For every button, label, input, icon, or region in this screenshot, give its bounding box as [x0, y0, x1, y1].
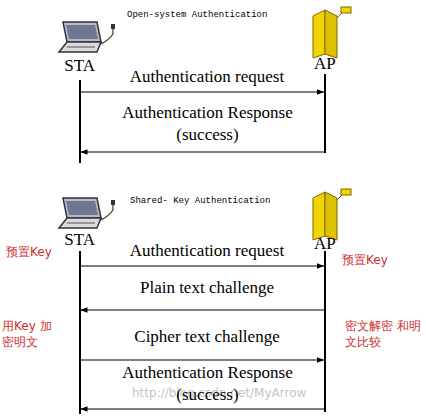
message-arrow [81, 409, 325, 410]
side-note: 密文解密 和明文比较 [345, 318, 421, 350]
sta-icon [59, 22, 115, 52]
message-label: Authentication Response (success) [95, 102, 320, 146]
message-label: Authentication request [107, 66, 307, 88]
message-arrow [81, 152, 325, 153]
sta-icon [59, 198, 115, 228]
participant-name: STA [64, 230, 95, 250]
message-label: Cipher text challenge [107, 326, 307, 348]
participant-name: AP [314, 234, 336, 254]
message-arrow [81, 92, 325, 93]
side-note: 预置Key [6, 244, 52, 260]
message-label: Authentication Response (success) [95, 362, 320, 406]
lifeline: AP [324, 251, 326, 412]
ap-icon [313, 7, 351, 58]
side-note: 用Key 加密明文 [2, 318, 58, 350]
section-title: Open-system Authentication [127, 10, 267, 20]
message-arrow [81, 310, 325, 311]
side-note: 预置Key [342, 252, 388, 268]
section-title: Shared- Key Authentication [130, 196, 270, 206]
message-arrow [81, 266, 325, 267]
lifeline: STA [79, 251, 81, 414]
lifeline: STA [79, 80, 81, 163]
ap-icon [313, 189, 351, 240]
participant-name: AP [314, 54, 336, 74]
message-label: Plain text challenge [107, 277, 307, 299]
participant-name: STA [64, 56, 95, 76]
message-label: Authentication request [107, 240, 307, 262]
message-arrow [81, 360, 325, 361]
lifeline: AP [324, 74, 326, 153]
